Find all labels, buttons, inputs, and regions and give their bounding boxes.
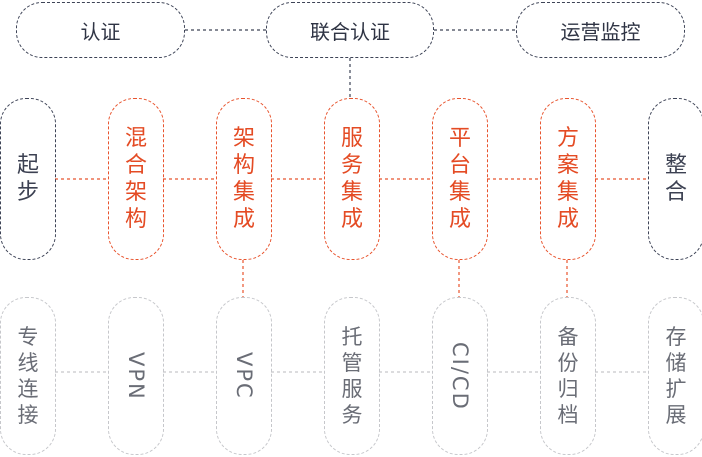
node-mid-start: 起步 — [0, 98, 56, 260]
node-top-federated-auth-label: 联合认证 — [310, 19, 390, 44]
node-mid-solution-integration: 方案集成 — [540, 98, 596, 260]
node-bot-vpc: VPC — [216, 297, 272, 455]
node-mid-hybrid-architecture-label: 混合架构 — [124, 126, 147, 232]
node-mid-architecture-integration: 架构集成 — [216, 98, 272, 260]
node-mid-consolidation: 整合 — [648, 98, 702, 260]
node-mid-architecture-integration-label: 架构集成 — [232, 126, 255, 232]
node-top-auth: 认证 — [16, 2, 185, 58]
node-mid-service-integration-label: 服务集成 — [340, 126, 363, 232]
node-bot-vpn: VPN — [108, 297, 164, 455]
node-bot-vpn-label: VPN — [124, 351, 148, 401]
node-bot-dedicated-line: 专线连接 — [0, 297, 56, 455]
node-top-ops-monitoring-label: 运营监控 — [560, 19, 641, 44]
node-mid-platform-integration-label: 平台集成 — [448, 126, 471, 232]
node-bot-managed-services-label: 托管服务 — [341, 325, 363, 427]
node-bot-ci-cd: CI/CD — [432, 297, 488, 455]
node-bot-vpc-label: VPC — [232, 352, 256, 400]
node-bot-backup-archive-label: 备份归档 — [557, 325, 579, 427]
node-bot-backup-archive: 备份归档 — [540, 297, 596, 455]
node-bot-dedicated-line-label: 专线连接 — [17, 325, 39, 427]
node-mid-start-label: 起步 — [16, 153, 39, 205]
node-mid-service-integration: 服务集成 — [324, 98, 380, 260]
node-mid-solution-integration-label: 方案集成 — [556, 126, 579, 232]
node-mid-platform-integration: 平台集成 — [432, 98, 488, 260]
node-bot-managed-services: 托管服务 — [324, 297, 380, 455]
node-bot-storage-expansion: 存储扩展 — [648, 297, 702, 455]
node-mid-hybrid-architecture: 混合架构 — [108, 98, 164, 260]
node-top-ops-monitoring: 运营监控 — [516, 2, 685, 58]
node-bot-ci-cd-label: CI/CD — [448, 341, 472, 411]
node-mid-consolidation-label: 整合 — [664, 153, 687, 205]
node-top-federated-auth: 联合认证 — [266, 2, 434, 58]
node-top-auth-label: 认证 — [80, 19, 121, 44]
node-bot-storage-expansion-label: 存储扩展 — [665, 325, 687, 427]
